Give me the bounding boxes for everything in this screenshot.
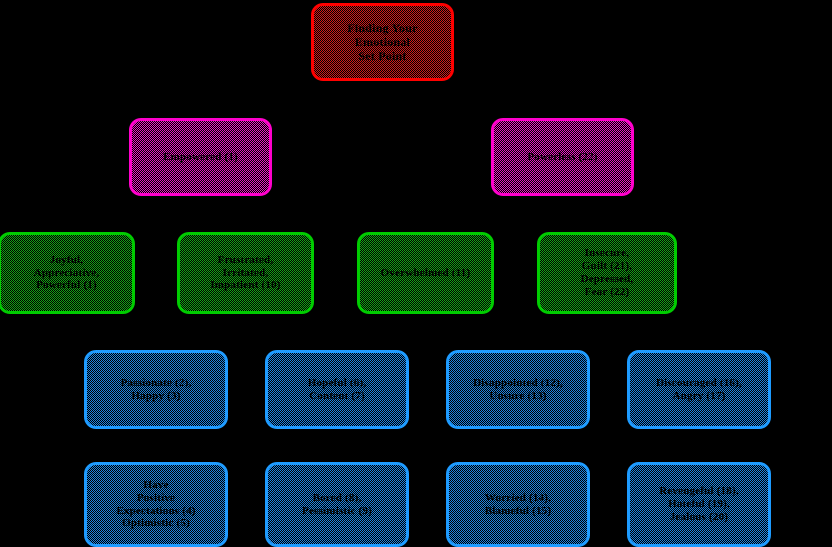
node-hopeful-label: Hopeful (6), Content (7) xyxy=(268,377,406,403)
node-root-finding-your-emotional-set-point[interactable]: Finding Your Emotional Set Point xyxy=(311,3,454,81)
node-bored-label: Bored (8), Pessimistic (9) xyxy=(268,492,406,518)
node-root-line3: Set Point xyxy=(358,49,407,64)
node-bored-pessimistic[interactable]: Bored (8), Pessimistic (9) xyxy=(265,462,409,547)
node-revengeful-label: Revengeful (18), Hateful (19), Jealous (… xyxy=(630,485,768,524)
node-bored-line2: Pessimistic (9) xyxy=(302,504,372,517)
node-frustrated-line2: Irritated, xyxy=(222,266,269,279)
node-frustrated-irritated-impatient[interactable]: Frustrated, Irritated, Impatient (10) xyxy=(177,232,314,314)
node-hopeful-content[interactable]: Hopeful (6), Content (7) xyxy=(265,350,409,429)
node-revengeful-line3: Jealous (20) xyxy=(669,510,729,523)
node-root-line2: Emotional xyxy=(354,34,411,49)
node-positive-expectations-line1: Have xyxy=(143,478,169,491)
node-frustrated-line1: Frustrated, xyxy=(217,253,274,266)
node-insecure-guilt-depressed-fear[interactable]: Insecure, Guilt (21), Depressed, Fear (2… xyxy=(537,232,677,314)
node-frustrated-line3: Impatient (10) xyxy=(210,279,281,292)
node-bored-line1: Bored (8), xyxy=(312,491,362,504)
node-passionate-line1: Passionate (2), xyxy=(120,376,192,389)
node-powerless[interactable]: Powerless (22) xyxy=(491,118,634,196)
node-insecure-line3: Depressed, xyxy=(580,273,634,285)
node-passionate-label: Passionate (2), Happy (3) xyxy=(87,377,225,403)
node-frustrated-label: Frustrated, Irritated, Impatient (10) xyxy=(180,254,311,293)
node-positive-expectations-line3: Expectations (4) xyxy=(116,504,196,517)
node-revengeful-hateful-jealous[interactable]: Revengeful (18), Hateful (19), Jealous (… xyxy=(627,462,771,547)
node-passionate-happy[interactable]: Passionate (2), Happy (3) xyxy=(84,350,228,429)
node-joyful-line2: Appreciative, xyxy=(33,266,100,279)
node-disappointed-label: Disappointed (12), Unsure (13) xyxy=(449,377,587,403)
node-discouraged-angry[interactable]: Discouraged (16), Angry (17) xyxy=(627,350,771,429)
node-disappointed-unsure[interactable]: Disappointed (12), Unsure (13) xyxy=(446,350,590,429)
node-root-label: Finding Your Emotional Set Point xyxy=(314,21,451,63)
node-revengeful-line1: Revengeful (18), xyxy=(659,485,739,498)
node-worried-line2: Blameful (15) xyxy=(484,504,552,517)
node-joyful-line1: Joyful, xyxy=(49,253,84,266)
node-insecure-line1: Insecure, xyxy=(584,247,630,260)
node-discouraged-label: Discouraged (16), Angry (17) xyxy=(630,377,768,403)
node-insecure-line2: Guilt (21), xyxy=(581,260,633,273)
node-worried-blameful[interactable]: Worried (14), Blameful (15) xyxy=(446,462,590,547)
node-passionate-line2: Happy (3) xyxy=(131,389,181,402)
node-have-positive-expectations-optimistic[interactable]: Have Positive Expectations (4) Optimisti… xyxy=(84,462,228,547)
node-discouraged-line1: Discouraged (16), xyxy=(656,376,742,389)
node-overwhelmed[interactable]: Overwhelmed (11) xyxy=(357,232,494,314)
node-hopeful-line1: Hopeful (6), xyxy=(307,376,367,389)
node-powerless-label: Powerless (22) xyxy=(527,150,598,163)
node-worried-label: Worried (14), Blameful (15) xyxy=(449,492,587,518)
node-disappointed-line2: Unsure (13) xyxy=(489,389,547,402)
node-positive-expectations-line2: Positive xyxy=(136,491,176,504)
node-empowered[interactable]: Empowered (1) xyxy=(129,118,272,196)
node-discouraged-line2: Angry (17) xyxy=(672,389,726,402)
node-root-line1: Finding Your xyxy=(347,20,418,35)
node-disappointed-line1: Disappointed (12), xyxy=(473,376,563,389)
node-overwhelmed-label: Overwhelmed (11) xyxy=(380,266,471,279)
node-joyful-label: Joyful, Appreciative, Powerful (1) xyxy=(1,254,132,293)
node-insecure-line4: Fear (22) xyxy=(584,285,630,298)
node-joyful-line3: Powerful (1) xyxy=(36,279,97,292)
node-hopeful-line2: Content (7) xyxy=(309,389,365,402)
node-empowered-label: Empowered (1) xyxy=(163,150,238,163)
node-revengeful-line2: Hateful (19), xyxy=(668,498,730,511)
node-joyful-appreciative-powerful[interactable]: Joyful, Appreciative, Powerful (1) xyxy=(0,232,135,314)
node-worried-line1: Worried (14), xyxy=(484,491,552,504)
node-positive-expectations-line4: Optimistic (5) xyxy=(122,517,190,530)
node-insecure-label: Insecure, Guilt (21), Depressed, Fear (2… xyxy=(540,247,674,299)
node-positive-expectations-label: Have Positive Expectations (4) Optimisti… xyxy=(87,479,225,531)
